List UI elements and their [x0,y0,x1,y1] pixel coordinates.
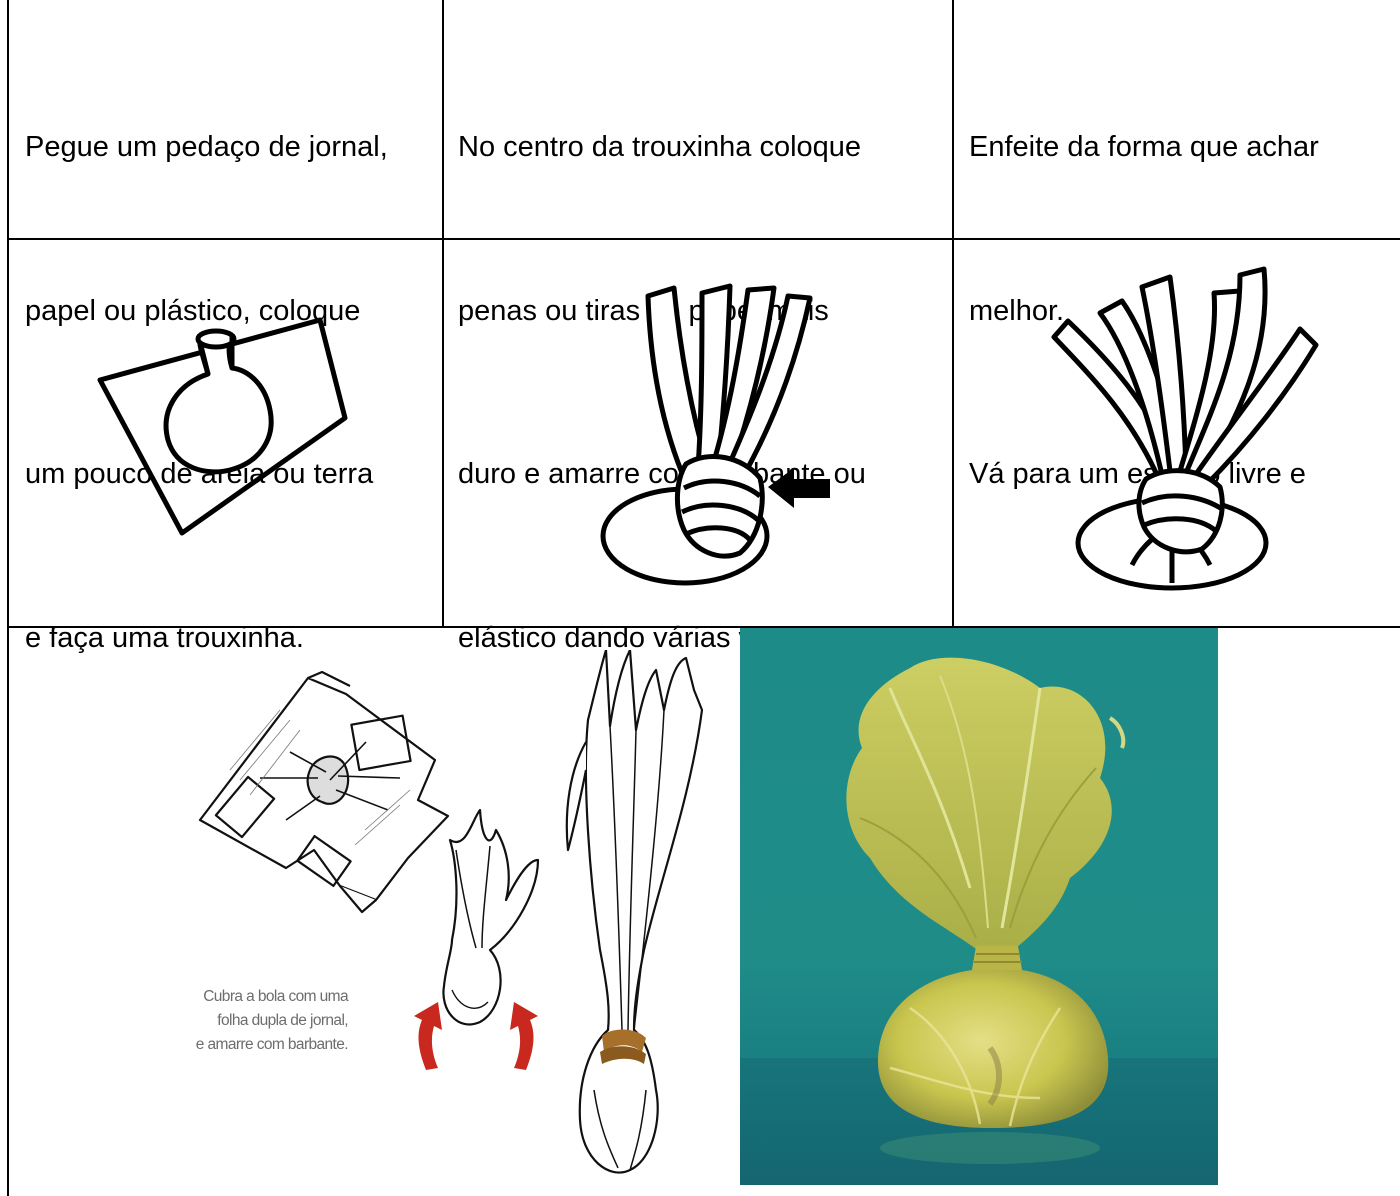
caption-line-1: Cubra a bola com uma [203,988,348,1005]
paper-with-ball-icon [97,317,348,536]
illustration-caption: Cubra a bola com uma folha dupla de jorn… [178,985,349,1057]
step-2-line-1: No centro da trouxinha coloque [458,131,862,163]
caption-line-2: folha dupla de jornal, [217,1012,348,1029]
column-divider-2 [952,0,954,628]
red-arrow-right [510,1002,538,1070]
red-arrow-left [414,1002,442,1070]
row-divider-2 [7,626,1400,628]
peteca-finished-icon [1051,266,1319,591]
table-border-left [7,0,9,1196]
caption-line-3: e amarre com barbante. [195,1036,349,1053]
newspaper-peteca-illustration [198,650,704,1174]
row-divider-1 [7,238,1400,240]
step-3-line-2: melhor. [969,294,1065,327]
column-divider-1 [442,0,444,628]
peteca-tied-with-arrow-icon [600,283,830,586]
step-1-line-4: e faça uma trouxinha. [25,621,304,654]
arrow-icon [768,468,830,508]
step-1-line-1: Pegue um pedaço de jornal, [25,131,388,163]
step-3-line-1: Enfeite da forma que achar [969,131,1319,163]
yellow-plastic-peteca-photo [740,628,1218,1185]
